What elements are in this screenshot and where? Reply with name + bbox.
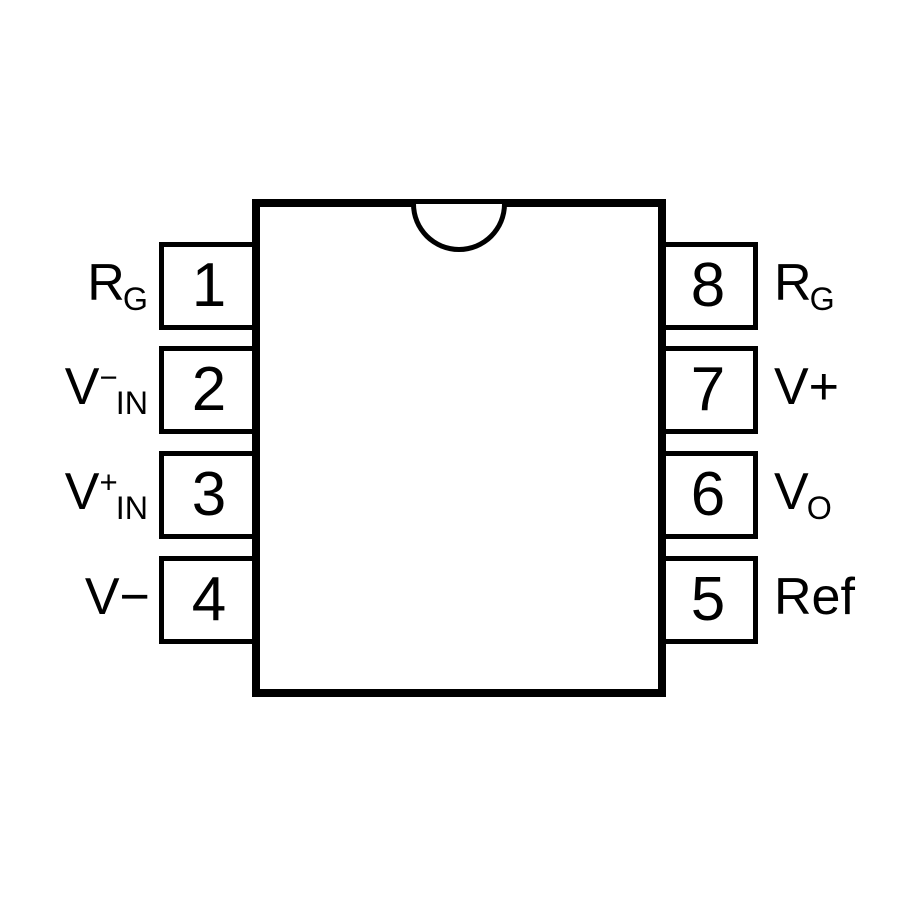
pin-4-number: 4 [191, 565, 227, 634]
pin-1-label-text: RG [87, 257, 148, 315]
pin-4-label-base: V− [84, 568, 150, 627]
pin-3-label: V+IN [0, 451, 148, 539]
pin-8-box: 8 [658, 242, 758, 330]
pin-2-label-base: V [64, 358, 100, 417]
pin-3-label-text: V+IN [65, 466, 148, 524]
pin-1-number: 1 [191, 251, 227, 320]
pin-2-label-text: V−IN [65, 361, 148, 419]
pin-3-label-sub: IN [115, 489, 148, 526]
pin-6-label: VO [774, 451, 900, 539]
pin-3-box: 3 [159, 451, 259, 539]
pin-4-box: 4 [159, 556, 259, 644]
pin-6-label-text: VO [774, 466, 832, 524]
pin-7-label-base: V+ [774, 358, 840, 417]
pin-7-label: V+ [774, 346, 900, 434]
pin-2-number: 2 [191, 355, 227, 424]
pin-2-label-sub: IN [115, 384, 148, 421]
pin-5-label-text: Ref [774, 568, 855, 629]
pin-5-number: 5 [690, 565, 726, 634]
pin-7-number: 7 [690, 355, 726, 424]
pin-3-label-base: V [64, 463, 100, 522]
pin-5-box: 5 [658, 556, 758, 644]
pin-7-box: 7 [658, 346, 758, 434]
pin-4-label: V− [0, 556, 150, 644]
pin-1-box: 1 [159, 242, 259, 330]
pin-8-label: RG [774, 242, 900, 330]
pin-2-label: V−IN [0, 346, 148, 434]
pin-3-label-sup: + [99, 464, 118, 500]
pin-5-label: Ref [774, 556, 900, 644]
ic-package-body [252, 199, 666, 697]
pin-2-box: 2 [159, 346, 259, 434]
pin-8-number: 8 [690, 251, 726, 320]
pin-6-number: 6 [690, 460, 726, 529]
pin-2-label-sup: − [99, 359, 118, 395]
pin-8-label-text: RG [774, 257, 835, 315]
pin-1-label-base: R [87, 254, 125, 313]
pin-7-label-text: V+ [774, 358, 840, 419]
pin-6-box: 6 [658, 451, 758, 539]
pin-1-label: RG [0, 242, 148, 330]
pin-1-label-sub: G [122, 280, 148, 317]
pin-8-label-base: R [774, 254, 812, 313]
pin-8-label-sub: G [809, 280, 835, 317]
pin-6-label-sub: O [806, 489, 832, 526]
pin-6-label-base: V [774, 463, 809, 522]
pin-5-label-base: Ref [774, 568, 855, 627]
pin-4-label-text: V− [84, 568, 150, 629]
pin-3-number: 3 [191, 460, 227, 529]
